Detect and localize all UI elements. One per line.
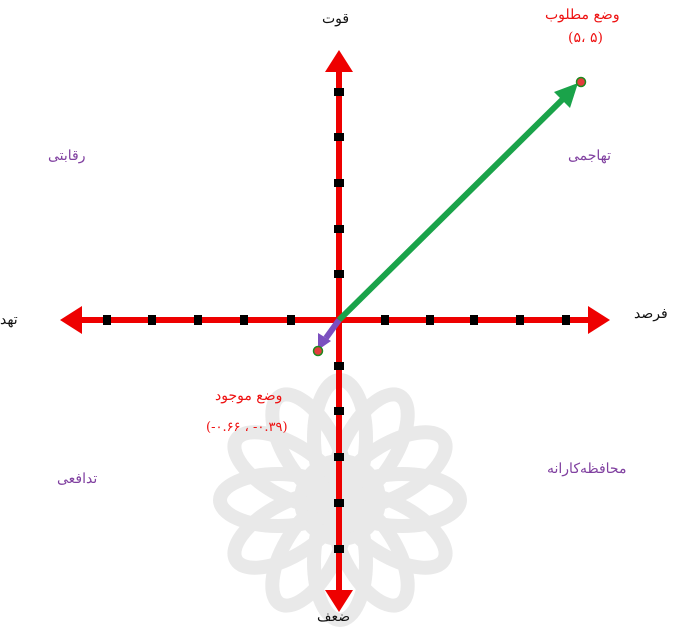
axis-tick xyxy=(287,315,295,325)
axis-tick xyxy=(381,315,389,325)
axis-tick xyxy=(516,315,524,325)
vectors xyxy=(318,83,578,350)
axis-ticks xyxy=(103,88,570,553)
current-coords: (-۰.۶۶ ، -۰.۳۹) xyxy=(206,420,288,435)
arrow-right-head xyxy=(588,306,610,334)
quadrant-label-top-left: رقابتی xyxy=(48,148,86,164)
arrow-left-head xyxy=(60,306,82,334)
current-vector-line xyxy=(323,318,342,340)
axis-tick xyxy=(240,315,248,325)
current-point xyxy=(312,345,324,357)
axis-tick xyxy=(562,315,570,325)
axis-tick xyxy=(334,133,344,141)
quadrant-label-bottom-left: تدافعی xyxy=(57,471,98,487)
axis-tick xyxy=(103,315,111,325)
axis-label-top: قوت xyxy=(322,11,350,27)
axis-tick xyxy=(334,179,344,187)
axis-tick xyxy=(334,499,344,507)
axis-tick xyxy=(148,315,156,325)
axis-label-right: فرصد xyxy=(634,306,668,322)
quadrant-label-top-right: تهاجمی xyxy=(568,148,612,164)
desired-vector-line xyxy=(336,93,569,323)
desired-point xyxy=(575,76,587,88)
axis-label-bottom: ضعف xyxy=(317,609,351,625)
axis-tick xyxy=(426,315,434,325)
axis-tick xyxy=(334,270,344,278)
axis-tick xyxy=(334,362,344,370)
current-label: وضع موجود xyxy=(215,388,283,404)
arrow-up-head xyxy=(325,50,353,72)
desired-label: وضع مطلوب xyxy=(545,7,620,23)
axis-tick xyxy=(334,453,344,461)
axis-tick xyxy=(334,225,344,233)
current-vector-head xyxy=(318,333,331,350)
arrow-down-head xyxy=(325,590,353,612)
axis-tick xyxy=(470,315,478,325)
axis-label-left: تهد xyxy=(0,312,18,328)
quadrant-label-bottom-right: محافظه‌کارانه xyxy=(547,461,627,477)
desired-coords: (۵، ۵) xyxy=(568,30,603,46)
axis-tick xyxy=(334,545,344,553)
desired-vector-head xyxy=(554,83,578,108)
axis-tick xyxy=(334,407,344,415)
axis-tick xyxy=(334,88,344,96)
axis-tick xyxy=(194,315,202,325)
